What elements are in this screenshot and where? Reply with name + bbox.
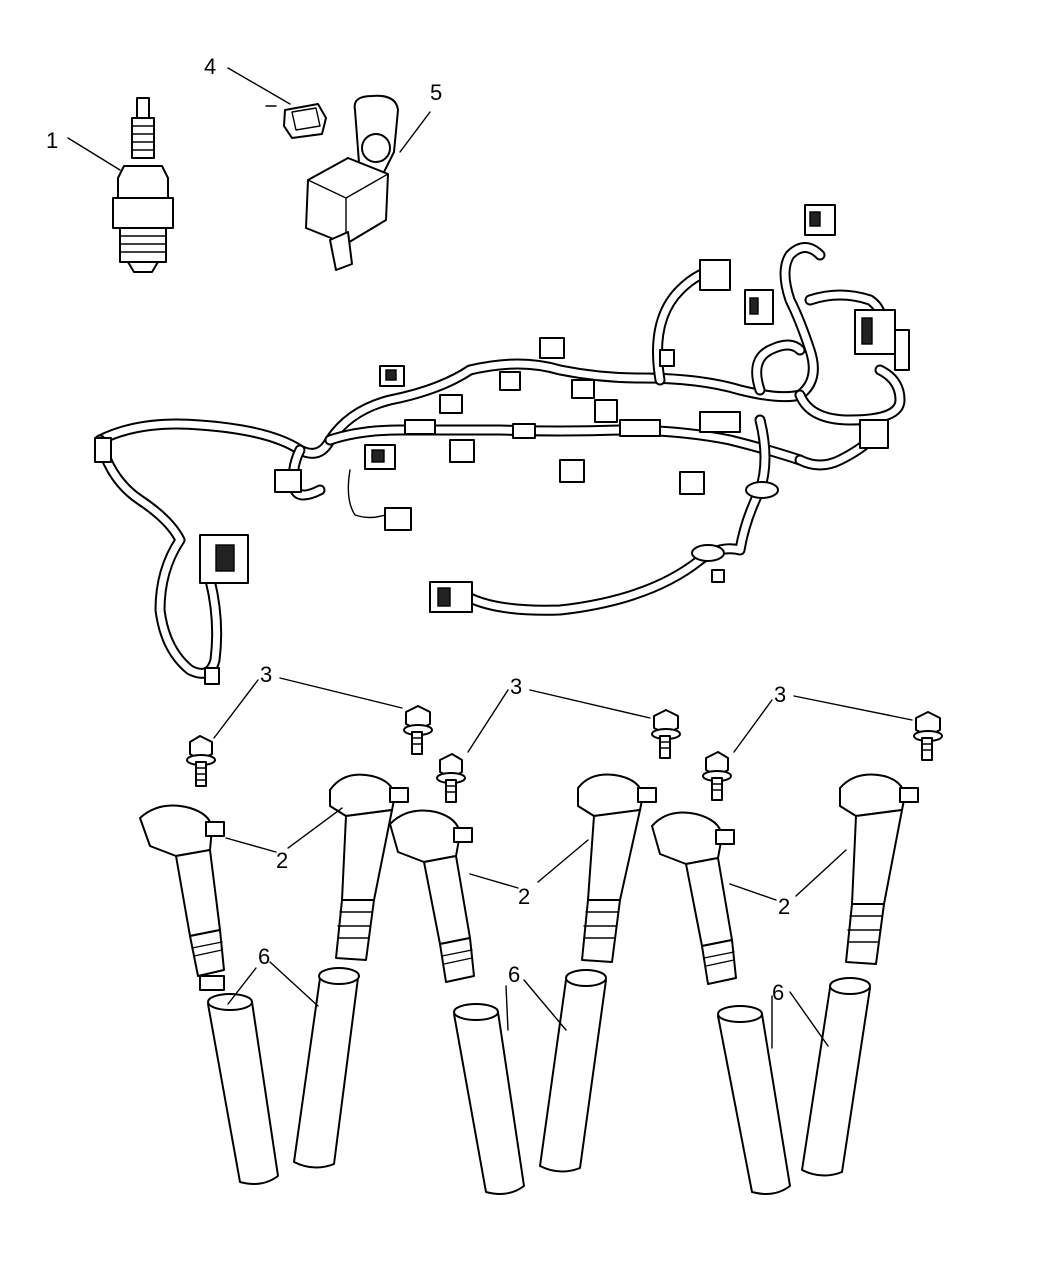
callout-2c: 2	[778, 894, 790, 919]
callout-6c: 6	[772, 980, 784, 1005]
bolt	[186, 735, 216, 787]
boot-pair-3	[717, 977, 871, 1195]
ignition-coil	[139, 804, 225, 991]
bolt-group-2	[436, 709, 681, 803]
bolt-group-1	[186, 705, 433, 787]
coil-boot	[293, 967, 360, 1169]
coil-boot	[539, 969, 607, 1173]
leader-lines	[67, 67, 913, 1049]
bolt-group-3	[702, 711, 943, 801]
ignition-module	[305, 94, 399, 271]
bolt	[436, 753, 466, 803]
bolt	[913, 711, 943, 761]
callout-1: 1	[46, 128, 58, 153]
callout-2b: 2	[518, 884, 530, 909]
callout-6b: 6	[508, 962, 520, 987]
retainer-clip	[265, 103, 327, 139]
ignition-coil	[389, 809, 475, 983]
callout-labels: 1 4 5 3 3 3 2 2 2 6 6 6	[46, 54, 790, 1005]
ignition-coil	[577, 773, 657, 963]
coil-boot	[801, 977, 871, 1177]
coil-boot	[453, 1003, 525, 1195]
wiring-harness	[94, 204, 910, 685]
bolt	[702, 751, 732, 801]
bolt	[403, 705, 433, 755]
ignition-coil	[329, 773, 409, 961]
callout-3b: 3	[510, 674, 522, 699]
callout-3c: 3	[774, 682, 786, 707]
coil-pair-2	[389, 773, 657, 983]
coil-boot	[717, 1005, 791, 1195]
callout-3a: 3	[260, 662, 272, 687]
ignition-coil	[839, 773, 919, 965]
spark-plug	[112, 97, 174, 273]
callout-6a: 6	[258, 944, 270, 969]
coil-boot	[207, 993, 279, 1185]
callout-4: 4	[204, 54, 216, 79]
boot-pair-1	[207, 967, 360, 1185]
coil-pair-1	[139, 773, 409, 991]
callout-2a: 2	[276, 848, 288, 873]
ignition-coil	[651, 811, 737, 985]
boot-pair-2	[453, 969, 607, 1195]
coil-pair-3	[651, 773, 919, 985]
callout-5: 5	[430, 80, 442, 105]
bolt	[651, 709, 681, 759]
